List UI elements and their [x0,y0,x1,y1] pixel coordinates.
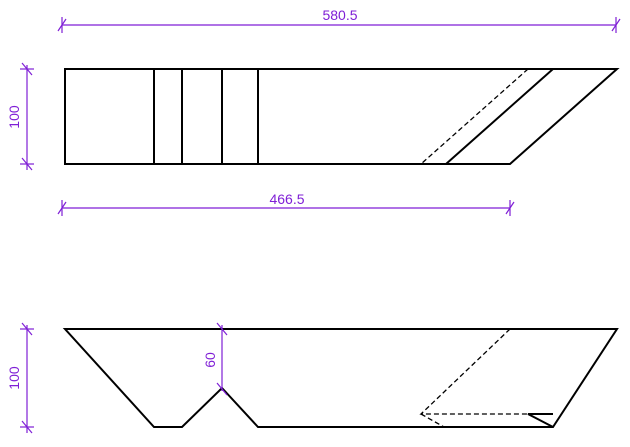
top-view-hidden-edge [420,68,529,165]
top-view-diagonal-edge [445,68,554,165]
dimension-label-100-top: 100 [6,105,22,129]
front-view [62,328,619,428]
dimension-label-100-front: 100 [6,366,22,390]
dimension-label-466-5: 466.5 [269,191,304,207]
dimension-label-580-5: 580.5 [322,7,357,23]
dimension-top-height: 100 [6,62,34,171]
top-view-outline [64,68,620,165]
front-view-outline [62,328,619,428]
dimension-top-overall-length: 580.5 [57,7,621,33]
dimension-front-height: 100 [6,322,34,434]
front-view-hidden-edges [419,328,528,415]
front-view-hidden-edge-lower [420,413,445,428]
front-view-notch [527,413,554,428]
top-view [64,68,620,165]
dimension-label-60: 60 [202,352,218,368]
dimension-top-base-length: 466.5 [57,191,515,216]
dimension-notch-depth: 60 [202,322,228,396]
